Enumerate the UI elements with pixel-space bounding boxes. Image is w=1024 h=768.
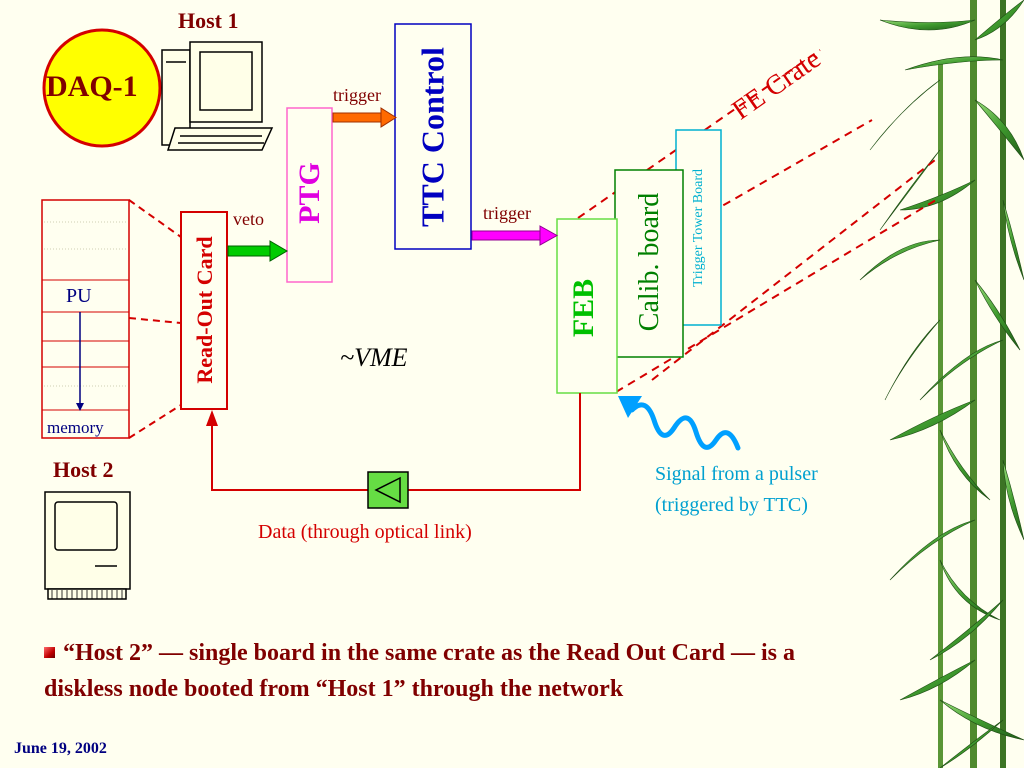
pulser-label-line1: Signal from a pulser <box>655 463 818 485</box>
ptg-label: PTG <box>293 162 326 224</box>
bullet-note: “Host 2” — single board in the same crat… <box>44 635 874 707</box>
pu-label: PU <box>66 285 92 307</box>
daq-circle <box>42 28 162 148</box>
feb-box <box>556 218 618 394</box>
bullet-icon <box>44 647 55 658</box>
calib-board-label: Calib. board <box>634 192 665 332</box>
host2-computer-icon <box>44 491 131 600</box>
calib-board-box <box>614 169 684 358</box>
bamboo-decoration <box>859 0 1024 768</box>
read-out-card-box <box>180 211 228 410</box>
host1-label: Host 1 <box>178 8 239 33</box>
trigger-label-mid: trigger <box>483 203 531 223</box>
ttc-control-box <box>394 23 472 250</box>
host1-computer-icon <box>161 41 274 151</box>
vme-label: ~VME <box>340 343 408 372</box>
veto-label: veto <box>233 209 264 229</box>
ptg-box <box>286 107 333 283</box>
feb-label: FEB <box>567 278 600 338</box>
trigger-label-top: trigger <box>333 85 381 105</box>
trigger-arrow-orange <box>332 107 397 128</box>
pulser-signal-icon <box>618 396 741 451</box>
read-out-card-label: Read-Out Card <box>192 236 217 384</box>
footer-date: June 19, 2002 <box>14 740 107 757</box>
trigger-arrow-magenta <box>471 225 559 246</box>
daq-label: DAQ-1 <box>46 70 138 103</box>
veto-arrow-green <box>227 240 288 262</box>
pulser-label-line2: (triggered by TTC) <box>655 494 808 516</box>
trigger-tower-board-label: Trigger Tower Board <box>691 168 706 288</box>
bullet-note-text: “Host 2” — single board in the same crat… <box>44 640 795 702</box>
memory-stack <box>41 199 130 439</box>
memory-connectors <box>128 199 182 439</box>
host2-label: Host 2 <box>53 457 114 482</box>
optical-link-icon <box>367 471 409 509</box>
data-link-label: Data (through optical link) <box>258 521 472 543</box>
ttc-control-label: TTC Control <box>414 47 451 227</box>
memory-label: memory <box>47 418 104 437</box>
